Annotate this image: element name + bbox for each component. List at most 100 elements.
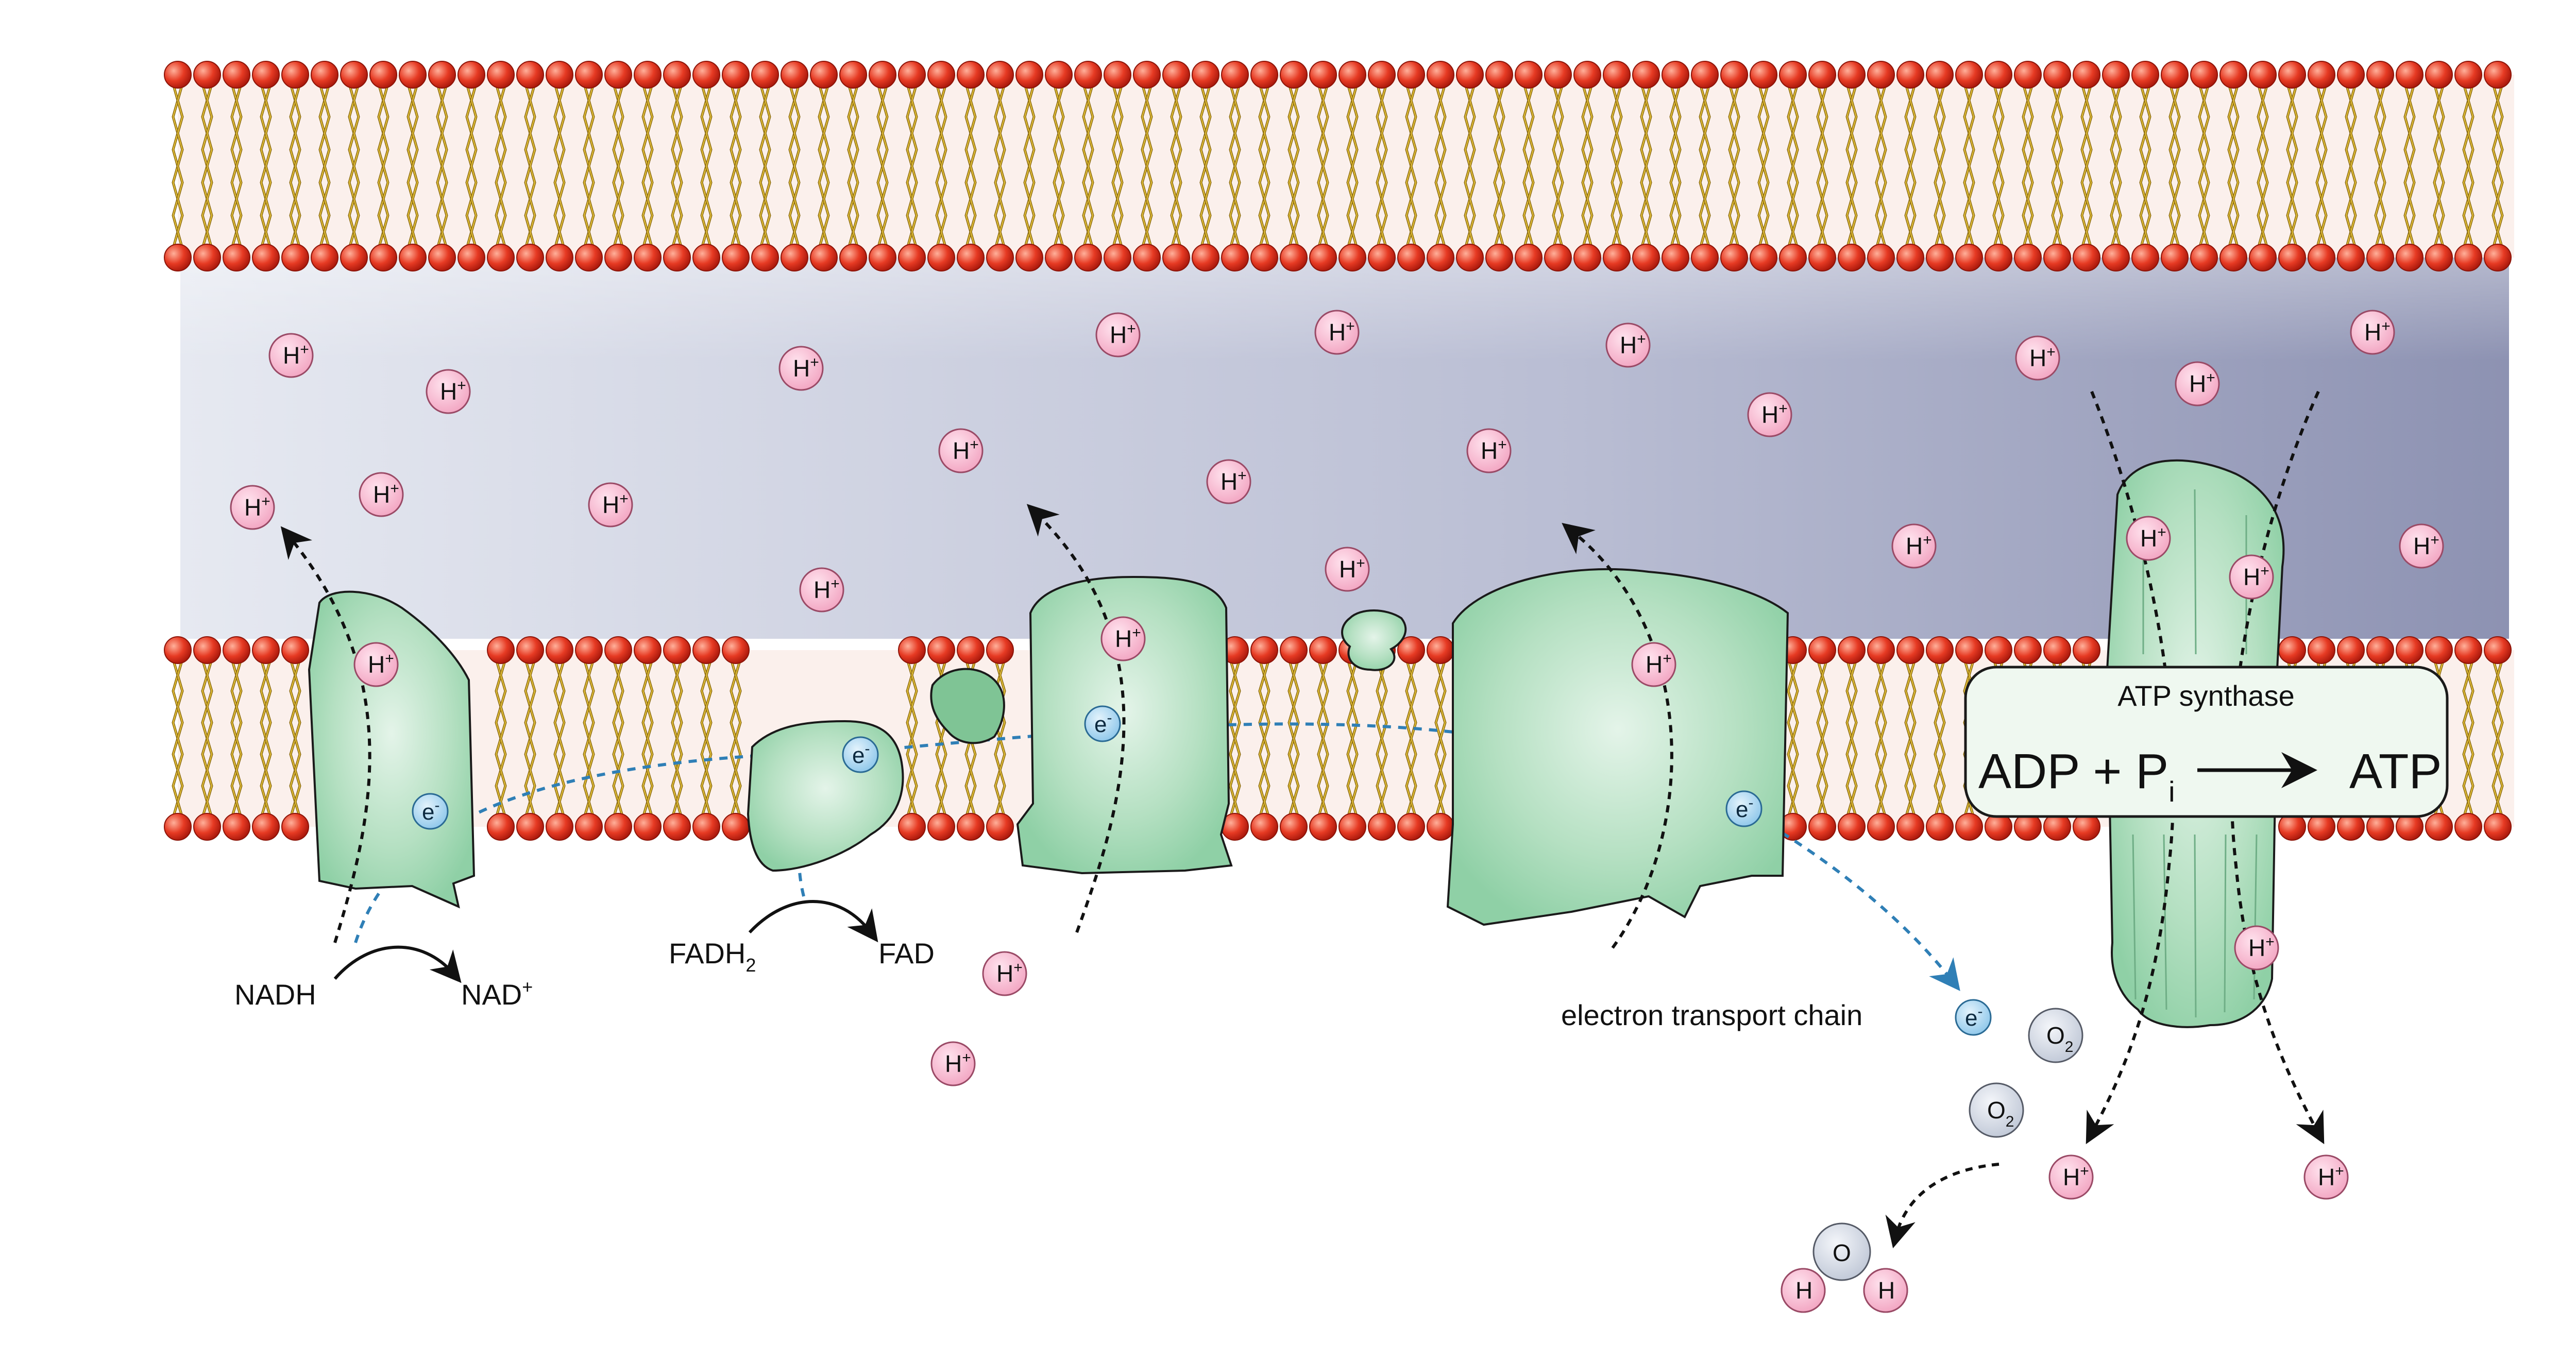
lipid-head: [1074, 244, 1102, 271]
lipid-tail-highlight: [2174, 83, 2180, 249]
lipid-head: [340, 61, 368, 89]
lipid-head: [399, 61, 427, 89]
lipid-head: [1338, 813, 1366, 841]
svg-text:H+: H+: [2243, 563, 2269, 590]
proton: H+: [2234, 925, 2279, 971]
lipid-head: [2014, 61, 2042, 89]
lipid-tail-highlight: [1674, 83, 1681, 249]
lipid-head: [1133, 244, 1161, 271]
lipid-tail-highlight: [2497, 83, 2503, 249]
lipid-head: [1104, 61, 1131, 89]
lipid-head: [1808, 813, 1836, 841]
lipid-head: [223, 813, 250, 841]
lipid-head: [1926, 813, 1954, 841]
proton: H+: [1631, 642, 1676, 687]
svg-text:H+: H+: [2029, 344, 2056, 371]
labels-layer: NADH NAD+ FADH2 FAD electron transport c…: [234, 679, 2442, 1031]
lipid-tail-highlight: [1851, 659, 1857, 818]
lipid-tail-highlight: [617, 83, 624, 249]
complex-three-proton-path: [1026, 504, 1126, 933]
lipid-head: [839, 61, 867, 89]
lipid-head: [457, 244, 485, 271]
lipid-head: [1133, 61, 1161, 89]
lipid-head: [575, 61, 603, 89]
lipid-head: [1192, 244, 1219, 271]
lipid-head: [722, 636, 750, 664]
lipid-tail-highlight: [441, 83, 448, 249]
lipid-tail-highlight: [1704, 83, 1710, 249]
lipid-head: [223, 61, 250, 89]
lipid-head: [1985, 61, 2012, 89]
proton: H+: [2126, 516, 2171, 561]
lipid-head: [1544, 61, 1572, 89]
lipid-head: [1955, 636, 1983, 664]
lipid-head: [692, 244, 720, 271]
lipid-tail-highlight: [764, 83, 771, 249]
lipid-head: [722, 244, 750, 271]
lipid-head: [546, 244, 573, 271]
lipid-head: [1985, 244, 2012, 271]
complex-four-proton-path: [1562, 522, 1673, 949]
lipid-head: [1309, 244, 1337, 271]
lipid-head: [1867, 244, 1895, 271]
lipid-head: [692, 813, 720, 841]
lipid-head: [1926, 61, 1954, 89]
lipid-head: [252, 61, 280, 89]
lipid-tail-highlight: [558, 659, 565, 818]
lipid-head: [193, 636, 221, 664]
lipid-head: [1838, 61, 1866, 89]
lipid-tail-highlight: [206, 659, 213, 818]
lipid-tail-highlight: [647, 659, 653, 818]
lipid-head: [487, 813, 515, 841]
lipid-head: [546, 636, 573, 664]
lipid-tail-highlight: [970, 83, 976, 249]
svg-text:H+: H+: [1339, 555, 1365, 583]
lipid-head: [164, 244, 192, 271]
atp-synthase-proton-path-right: [2230, 390, 2325, 1145]
lipid-tail-highlight: [1293, 659, 1299, 818]
lipid-tail-highlight: [265, 83, 272, 249]
lipid-head: [2454, 61, 2482, 89]
lipid-head: [340, 244, 368, 271]
lipid-head: [1515, 244, 1543, 271]
lipid-tail-highlight: [1175, 83, 1182, 249]
svg-text:H+: H+: [2318, 1163, 2344, 1190]
proton: H+: [230, 485, 275, 530]
complex-two: [747, 720, 904, 872]
lipid-head: [2337, 61, 2365, 89]
lipid-tail-highlight: [2497, 659, 2503, 818]
lipid-head: [2425, 813, 2453, 841]
lipid-tail-highlight: [1439, 659, 1446, 818]
proton: H+: [2350, 310, 2395, 355]
lipid-tail-highlight: [382, 83, 389, 249]
lipid-head: [1662, 244, 1689, 271]
svg-text:H+: H+: [814, 575, 840, 603]
lipid-head: [1896, 813, 1924, 841]
lipid-tail-highlight: [911, 659, 918, 818]
lipid-tail-highlight: [353, 83, 360, 249]
lipid-tail-highlight: [1410, 83, 1417, 249]
lipid-head: [869, 61, 896, 89]
svg-text:H+: H+: [373, 480, 399, 508]
lipid-head: [546, 813, 573, 841]
complex-one: [308, 590, 476, 909]
svg-text:H: H: [1795, 1277, 1812, 1304]
proton: H+: [1095, 312, 1141, 358]
lipid-head: [898, 244, 926, 271]
lipid-tail-highlight: [2203, 83, 2210, 249]
etc-label: electron transport chain: [1561, 999, 1862, 1031]
reaction-left: ADP + Pi: [1978, 744, 2175, 808]
lipid-head: [164, 636, 192, 664]
ubiquinone-blob: [930, 668, 1005, 744]
lipid-head: [1250, 813, 1278, 841]
proton: H+: [588, 482, 633, 528]
nadh-reaction-arrow: [333, 945, 462, 983]
lipid-head: [1015, 244, 1043, 271]
lipid-head: [1397, 813, 1425, 841]
svg-text:H+: H+: [244, 493, 270, 521]
svg-text:H+: H+: [1110, 320, 1136, 348]
lipid-tail-highlight: [2056, 83, 2063, 249]
lipid-tail-highlight: [500, 659, 506, 818]
lipid-head: [1544, 244, 1572, 271]
lipid-head: [1045, 61, 1073, 89]
